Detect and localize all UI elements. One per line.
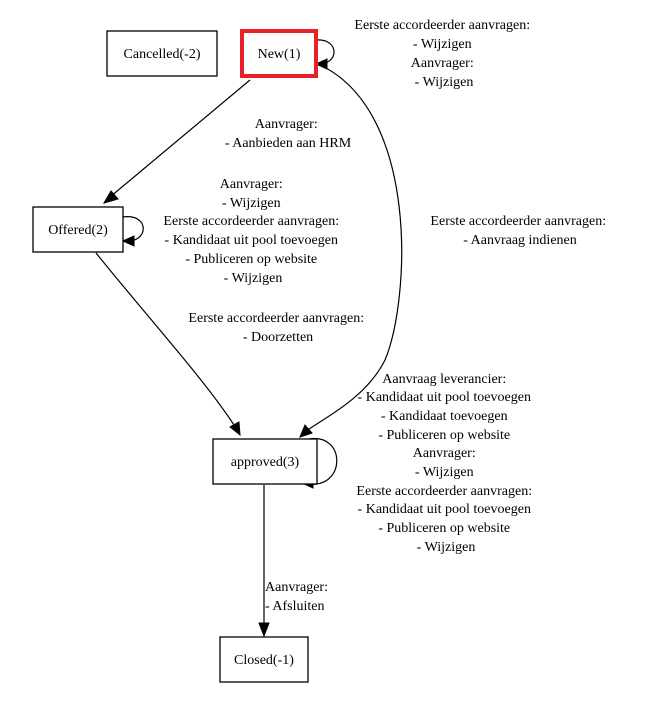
edge-label-line: - Publiceren op website [378,521,510,536]
edge-label-approved-to-closed: Aanvrager: - Afsluiten [265,580,331,614]
edge-new-to-offered-arrowhead [102,190,119,204]
node-approved-label: approved(3) [231,455,300,470]
edge-label-line: - Wijzigen [224,271,283,286]
edge-new-to-approved [304,63,403,433]
node-new-label: New(1) [258,47,301,62]
edge-label-new-self: Eerste accordeerder aanvragen: - Wijzige… [354,18,533,90]
edge-approved-self-loop [308,438,338,485]
edge-label-line: - Afsluiten [265,599,325,614]
node-approved[interactable]: approved(3) [212,438,318,485]
edge-label-line: - Wijzigen [417,540,476,555]
edge-offered-self-arrowhead [121,235,135,247]
edge-label-line: Eerste accordeerder aanvragen: [430,214,606,229]
edge-label-offered-to-approved: Eerste accordeerder aanvragen: - Doorzet… [188,311,367,345]
edge-label-line: - Kandidaat uit pool toevoegen [358,502,531,517]
edge-label-approved-self: Aanvraag leverancier: - Kandidaat uit po… [356,372,535,555]
edge-offered-to-approved-arrowhead [229,421,241,437]
edge-label-line: Aanvrager: [413,446,476,461]
edge-label-line: - Aanvraag indienen [463,233,577,248]
edge-label-line: Eerste accordeerder aanvragen: [354,18,530,33]
edge-label-line: - Kandidaat uit pool toevoegen [358,390,531,405]
edge-label-line: Eerste accordeerder aanvragen: [356,484,532,499]
edge-label-line: - Wijzigen [415,75,474,90]
edge-label-line: - Wijzigen [415,465,474,480]
edge-label-line: - Kandidaat uit pool toevoegen [165,233,338,248]
edge-label-line: - Wijzigen [222,196,281,211]
edge-approved-to-closed-arrowhead [258,622,270,638]
edge-label-line: Aanvrager: [220,177,283,192]
edge-offered-to-approved [95,252,237,429]
edge-label-line: - Wijzigen [413,37,472,52]
edge-label-line: - Kandidaat toevoegen [381,409,508,424]
edge-label-offered-self: Aanvrager: - Wijzigen Eerste accordeerde… [163,177,342,286]
edge-label-new-to-offered: Aanvrager: - Aanbieden aan HRM [225,117,352,151]
node-closed[interactable]: Closed(-1) [219,636,309,683]
node-cancelled-label: Cancelled(-2) [124,47,201,62]
node-offered-label: Offered(2) [48,223,108,238]
edge-new-to-approved-arrowhead [299,424,313,438]
edge-label-line: - Doorzetten [243,330,313,345]
node-new[interactable]: New(1) [240,29,318,78]
edge-label-line: - Publiceren op website [378,428,510,443]
node-cancelled[interactable]: Cancelled(-2) [106,30,218,77]
edge-label-line: - Publiceren op website [185,252,317,267]
edge-label-line: Aanvrager: [265,580,328,595]
edge-new-to-offered [109,79,251,198]
edge-label-line: Eerste accordeerder aanvragen: [163,214,339,229]
edge-label-line: Aanvrager: [411,56,474,71]
node-closed-label: Closed(-1) [234,653,294,668]
edge-label-line: Aanvraag leverancier: [382,372,506,387]
node-offered[interactable]: Offered(2) [32,206,124,253]
edge-label-line: Aanvrager: [255,117,318,132]
edge-label-line: - Aanbieden aan HRM [225,136,352,151]
edge-label-new-to-approved: Eerste accordeerder aanvragen: - Aanvraa… [430,214,609,248]
edge-label-line: Eerste accordeerder aanvragen: [188,311,364,326]
